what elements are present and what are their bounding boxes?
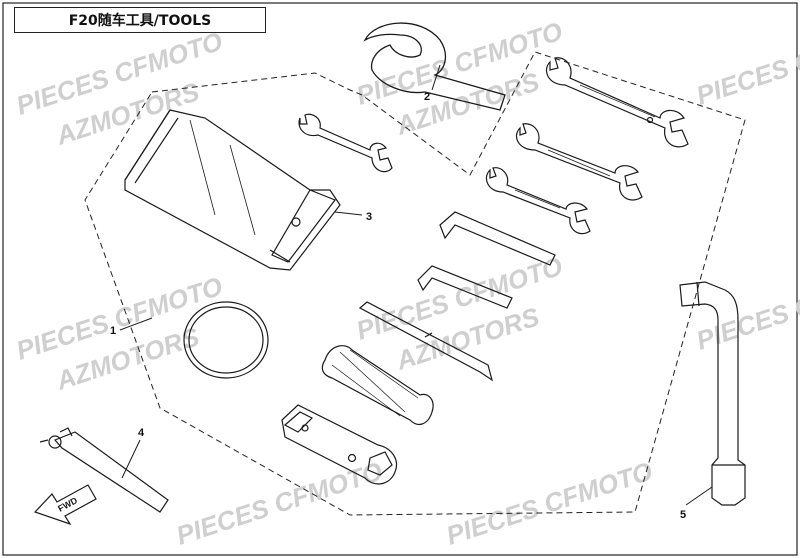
tire-pressure-gauge — [39, 427, 169, 513]
open-end-wrench-mini — [485, 167, 591, 235]
open-end-wrench-medium — [515, 123, 643, 201]
callout-number: 5 — [680, 509, 686, 521]
tool-bag — [124, 109, 341, 271]
forward-arrow: FWD — [33, 484, 97, 526]
hook-spanner — [363, 22, 506, 111]
hex-key-small — [417, 265, 513, 309]
callout-number: 1 — [110, 325, 116, 337]
screwdriver-bit — [358, 301, 493, 382]
screwdriver-handle — [321, 345, 434, 426]
fwd-label: FWD — [56, 495, 79, 514]
leader-lines — [119, 64, 713, 506]
l-socket-wrench — [679, 281, 746, 506]
diagram-title: F20随车工具/TOOLS — [14, 7, 266, 33]
callout-number: 4 — [138, 427, 145, 439]
spark-plug-socket — [281, 404, 398, 485]
open-end-wrench-small — [298, 113, 393, 173]
hex-key-large — [439, 211, 556, 266]
watermark: PIECES CFMOTO AZMOTORS PIECES CFMOTO AZM… — [13, 16, 800, 551]
open-end-wrench-large — [545, 57, 689, 148]
rubber-band — [183, 301, 269, 379]
callouts: 1 2 3 4 5 — [110, 91, 686, 521]
watermark-text: PIECES CFMOTO — [443, 456, 657, 551]
callout-number: 2 — [424, 91, 430, 103]
watermark-text: PIECES CFMOTO — [173, 456, 387, 551]
watermark-text: PIECES CFMOTO — [693, 261, 800, 356]
watermark-text: PIECES CFMOTO — [693, 16, 800, 111]
callout-number: 3 — [366, 211, 372, 223]
